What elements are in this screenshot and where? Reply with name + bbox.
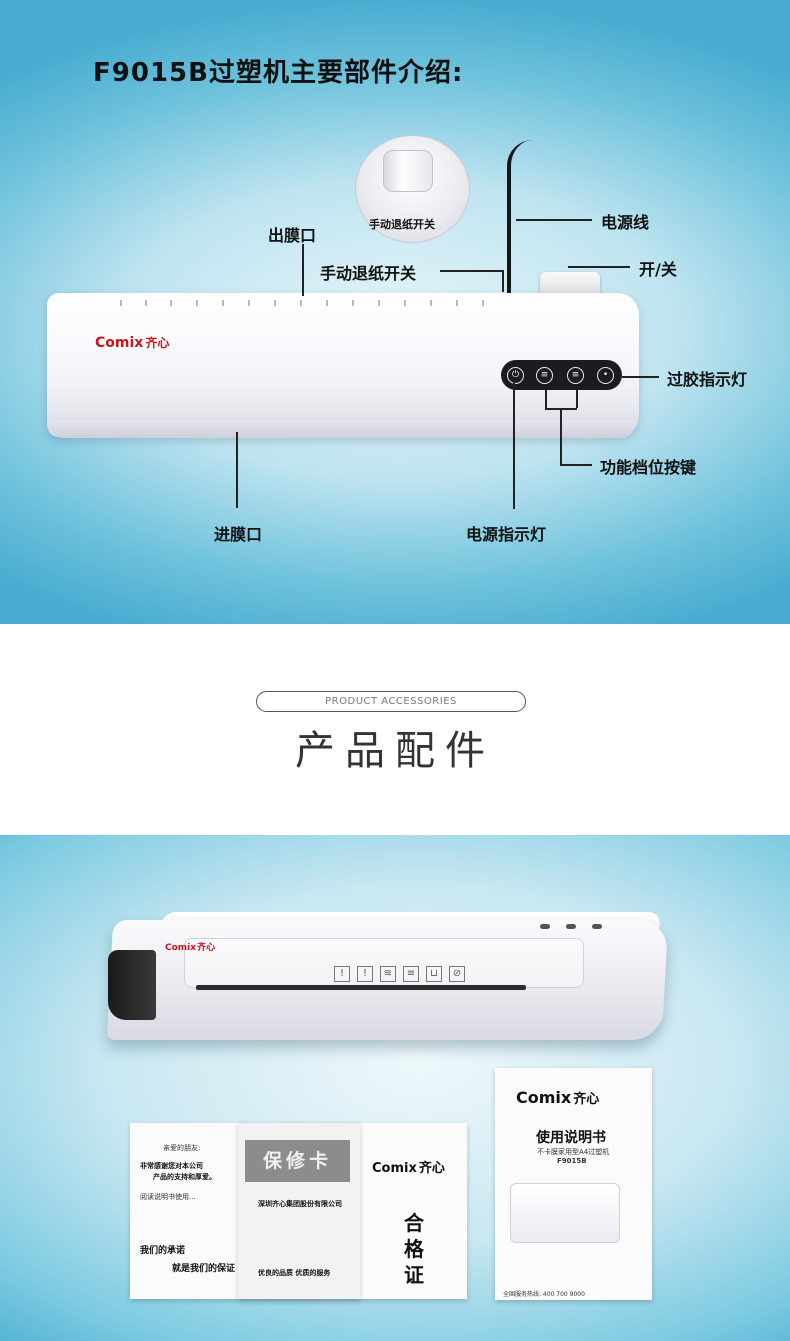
power-button-icon: ⏻ (507, 367, 524, 384)
callout-line-keys (560, 464, 592, 466)
leaflet-thanks-1: 非常感谢您对本公司 (140, 1162, 203, 1170)
laminator-end-cap (108, 950, 156, 1020)
callout-line-power-light (513, 383, 515, 509)
callout-line-keys (576, 390, 578, 408)
certificate-char: 证 (404, 1263, 424, 1287)
manual-subtitle: 不卡膜家用型A4过塑机 (537, 1148, 610, 1156)
manual-title: 使用说明书 (536, 1130, 606, 1146)
leaflet-thanks-2: 产品的支持和厚爱。 (153, 1173, 216, 1181)
laminate-indicator-icon: • (597, 367, 614, 384)
label-power-cord: 电源线 (601, 213, 650, 232)
outlet-vent (378, 300, 380, 306)
parts-intro-title: F9015B过塑机主要部件介绍: (93, 58, 464, 88)
leaflet-guarantee: 就是我们的保证 (172, 1264, 236, 1274)
callout-line-keys (545, 390, 547, 408)
certificate-char: 格 (404, 1237, 424, 1261)
callout-line-inlet (236, 432, 238, 508)
leaflet-body: 阅读说明书使用... (140, 1193, 196, 1201)
outlet-vent (274, 300, 276, 306)
no-touch-icon: ⊘ (449, 966, 465, 982)
callout-line-keys (560, 408, 562, 464)
label-function-keys: 功能档位按键 (600, 458, 697, 477)
outlet-vent (456, 300, 458, 306)
function-button-icon: ≡ (567, 367, 584, 384)
caution-icon: ≡ (403, 966, 419, 982)
hot-surface-icon: ≋ (380, 966, 396, 982)
manual-product-image (510, 1183, 620, 1243)
warranty-card-title: 保修卡 (245, 1140, 350, 1182)
laminator-feed-slot (196, 985, 526, 990)
outlet-vent (145, 300, 147, 306)
outlet-vent (248, 300, 250, 306)
outlet-vent (326, 300, 328, 306)
callout-line-release (502, 270, 504, 292)
leaflet-promise: 我们的承诺 (140, 1246, 186, 1256)
function-button-icon: ≡ (536, 367, 553, 384)
outlet-vent (120, 300, 122, 306)
label-on-off: 开/关 (639, 260, 677, 279)
comix-logo: Comix齐心 (165, 943, 216, 953)
release-knob-image (383, 150, 433, 192)
quality-slogan: 优良的品质 优质的服务 (258, 1269, 331, 1277)
power-cord-image (507, 140, 533, 300)
leaflet-heading: 亲爱的朋友: (163, 1144, 201, 1152)
indicator-dot (566, 924, 576, 929)
outlet-vent (404, 300, 406, 306)
laminator-feed-panel (184, 938, 584, 988)
accessories-pill: PRODUCT ACCESSORIES (256, 691, 526, 712)
tray-icon: ⊔ (426, 966, 442, 982)
outlet-vent (222, 300, 224, 306)
callout-line-switch (568, 266, 630, 268)
callout-line-release (440, 270, 502, 272)
manual-model: F9015B (557, 1157, 587, 1165)
warning-icon: ! (357, 966, 373, 982)
outlet-vent (196, 300, 198, 306)
laminator-inlet-base (50, 420, 635, 438)
callout-line-outlet (302, 244, 304, 296)
callout-line-cord (516, 219, 592, 221)
certificate-char: 合 (404, 1211, 424, 1235)
indicator-dot (592, 924, 602, 929)
outlet-vent (170, 300, 172, 306)
accessories-title: 产品配件 (295, 728, 495, 774)
closeup-label: 手动退纸开关 (369, 218, 435, 231)
outlet-vent (482, 300, 484, 306)
callout-line-laminate-light (622, 376, 659, 378)
manual-hotline: 全国服务热线: 400 700 9000 (503, 1291, 585, 1298)
label-manual-release: 手动退纸开关 (320, 264, 417, 283)
outlet-vent (430, 300, 432, 306)
outlet-vent (352, 300, 354, 306)
label-laminate-light: 过胶指示灯 (667, 370, 748, 389)
label-outlet: 出膜口 (268, 226, 317, 245)
company-name: 深圳齐心集团股份有限公司 (258, 1200, 342, 1208)
label-inlet: 进膜口 (214, 525, 263, 544)
warning-icon: ! (334, 966, 350, 982)
outlet-vent (300, 300, 302, 306)
label-power-light: 电源指示灯 (466, 525, 547, 544)
indicator-dot (540, 924, 550, 929)
